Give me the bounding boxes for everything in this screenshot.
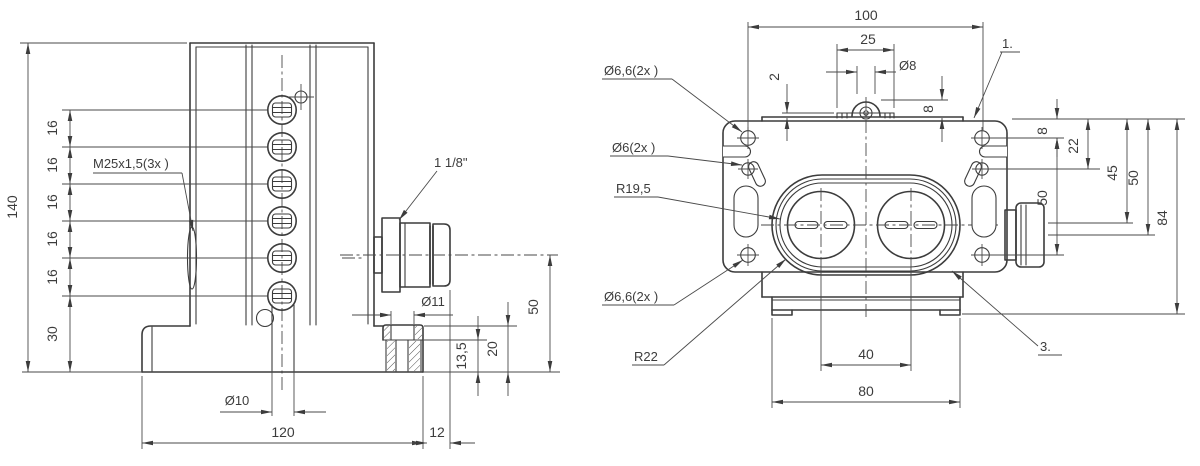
gland-screw [266,206,297,237]
dim-base-length: 120 [271,424,295,440]
flange-plate [722,120,1008,273]
dim-edge-to-center: 50 [1125,170,1141,186]
label-lower-holes: Ø6,6(2x ) [604,289,658,304]
body-outline [186,42,375,390]
grounding-lug [836,101,895,120]
dim-pitch-1: 16 [44,120,60,136]
dim-lug-height: 8 [920,105,936,113]
dim-body-width: 80 [858,383,874,399]
dim-pitch-4: 16 [44,231,60,247]
dim-base-height: 30 [44,326,60,342]
dim-pitch-5: 16 [44,269,60,285]
mounting-base [141,304,424,373]
sectioned-bushing [382,324,424,372]
gland-screw [266,243,297,274]
label-conduit-size: 1 1/8" [434,155,468,170]
cable-gland-screws [266,84,314,311]
front-view: 140 16 16 16 16 16 30 M25x1,5(3x ) 1 [4,42,560,449]
base-stud-circle [255,308,275,328]
datum-target-circle [288,84,314,110]
flange-wing-features-mirrored [962,126,1008,267]
conduit-size-leader [398,170,438,221]
label-outer-radius: R22 [634,349,658,364]
gland-screw [266,169,297,200]
dim-mount-hole: Ø10 [225,393,250,408]
foot-right [939,309,961,316]
dim-overall-height: 140 [4,195,20,219]
dim-hole-span-x: 100 [854,7,878,23]
label-mid-holes: Ø6(2x ) [612,140,655,155]
label-inner-radius: R19,5 [616,181,651,196]
dim-bush-height: 20 [484,341,500,357]
label-corner-holes: Ø6,6(2x ) [604,63,658,78]
top-view-dimensions: 100 25 Ø8 2 8 1. Ø6,6(2x ) [602,7,1185,408]
dim-bush-depth: 13,5 [453,342,469,369]
dim-conduit-height: 50 [525,299,541,315]
dim-pitch-3: 16 [44,194,60,210]
dim-plate-thickness: 2 [766,73,782,81]
dim-counterbore: Ø11 [421,294,445,309]
dim-edge-to-hole: 8 [1034,127,1050,135]
dim-edge-to-mid-hole: 22 [1065,138,1081,154]
dim-lug-hole: Ø8 [899,58,916,73]
top-view: 100 25 Ø8 2 8 1. Ø6,6(2x ) [602,7,1185,408]
dim-conduit-overhang: 12 [429,424,445,440]
callout-1: 1. [1002,36,1013,51]
front-view-dimensions: 140 16 16 16 16 16 30 M25x1,5(3x ) 1 [4,42,560,449]
dim-overall-depth: 84 [1154,210,1170,226]
housing [761,116,964,316]
flange-wing-features [723,127,766,266]
dim-clip-width: 25 [860,31,876,47]
conduit-connector [340,217,558,293]
foot-left [771,309,793,316]
gland-screw [266,280,297,311]
gland-screw [266,95,297,126]
dim-pitch-2: 16 [44,157,60,173]
gland-thread-leader [181,172,194,232]
gland-port [786,190,856,260]
gland-screw [266,132,297,163]
callout-3: 3. [1040,339,1051,354]
dim-edge-to-port-top: 45 [1104,165,1120,181]
dim-gland-spacing: 40 [858,346,874,362]
gland-ports [738,97,998,320]
dim-hole-span-y: 50 [1034,190,1050,206]
label-gland-thread: M25x1,5(3x ) [93,156,169,171]
conduit-connector-top [1004,202,1045,268]
